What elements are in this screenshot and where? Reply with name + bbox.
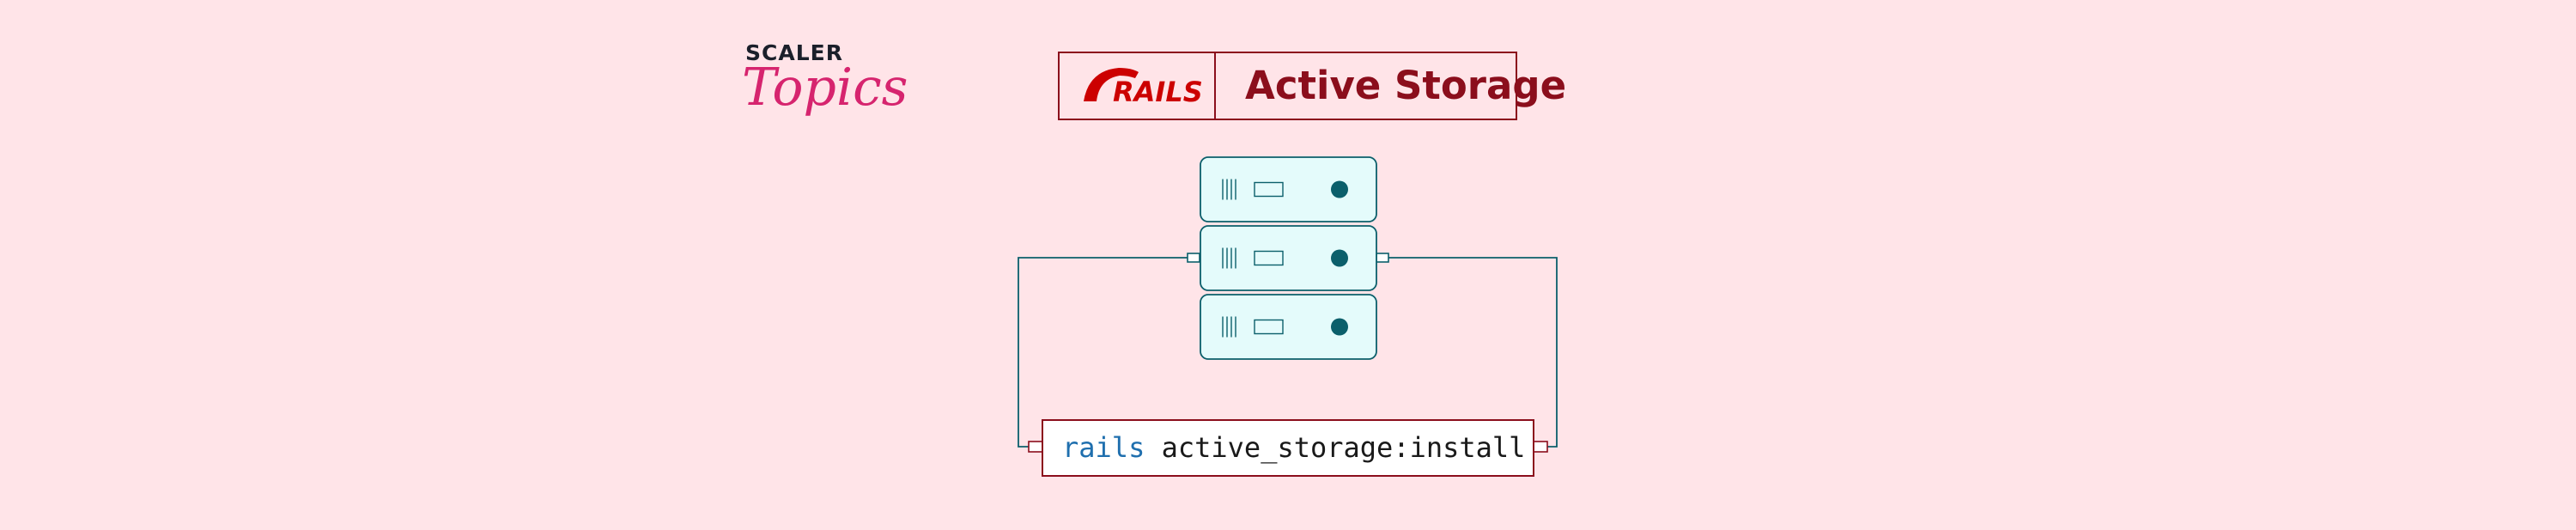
command-text: rails active_storage:install bbox=[1062, 431, 1525, 464]
server-unit bbox=[1200, 294, 1377, 360]
server-drive-slot-icon bbox=[1254, 319, 1284, 335]
left-connector-line bbox=[1018, 257, 1188, 448]
command-box: rails active_storage:install bbox=[1028, 419, 1548, 477]
command-args: active_storage:install bbox=[1145, 431, 1525, 464]
server-status-light-icon bbox=[1331, 249, 1348, 267]
server-stack-icon bbox=[1200, 156, 1377, 360]
command-frame bbox=[1042, 419, 1534, 477]
server-unit-body bbox=[1200, 294, 1377, 360]
right-connector-line bbox=[1388, 257, 1558, 448]
brand-logo-top-text: SCALER bbox=[745, 40, 843, 65]
server-status-light-icon bbox=[1331, 318, 1348, 336]
header-title: Active Storage bbox=[1245, 63, 1566, 108]
header-title-box: RAILS Active Storage bbox=[1058, 52, 1566, 120]
server-left-port bbox=[1187, 253, 1200, 263]
command-keyword: rails bbox=[1062, 431, 1145, 464]
server-status-light-icon bbox=[1331, 180, 1348, 198]
server-unit-body bbox=[1200, 156, 1377, 222]
command-left-port bbox=[1028, 441, 1043, 453]
command-right-port bbox=[1533, 441, 1548, 453]
rails-logo-icon: RAILS bbox=[1084, 68, 1203, 108]
header-title-frame bbox=[1058, 52, 1517, 120]
rails-logo-text: RAILS bbox=[1113, 76, 1203, 108]
server-drive-slot-icon bbox=[1254, 250, 1284, 266]
brand-logo: SCALER Topics bbox=[742, 40, 908, 118]
server-drive-slot-icon bbox=[1254, 181, 1284, 198]
server-right-port bbox=[1376, 253, 1389, 263]
server-unit bbox=[1200, 156, 1377, 222]
connectors bbox=[1018, 257, 1558, 448]
server-unit-body bbox=[1200, 225, 1377, 291]
brand-logo-bottom-text: Topics bbox=[742, 58, 908, 118]
server-unit bbox=[1200, 225, 1377, 291]
rails-arc-icon bbox=[1084, 68, 1139, 101]
